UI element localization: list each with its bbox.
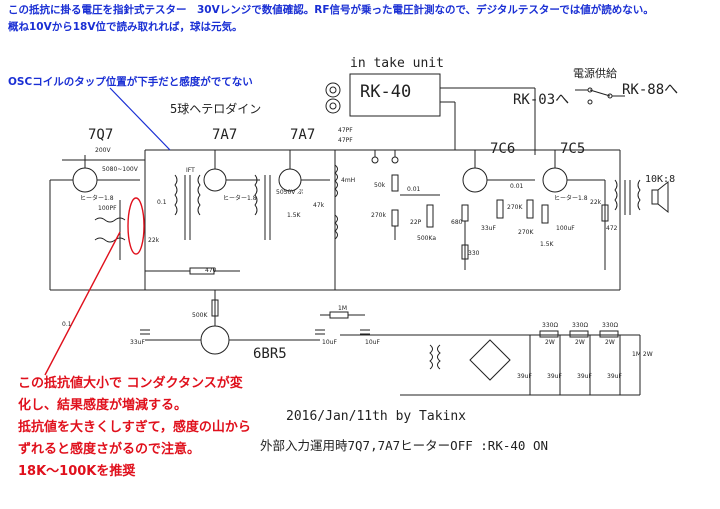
label-1-5k-b: 1.5K: [540, 241, 554, 248]
label-1m: 1M: [338, 305, 347, 312]
red-note-pointer: [44, 231, 121, 376]
label-1-5k: 1.5K: [287, 212, 301, 219]
label-1m-2w: 1M 2W: [632, 351, 653, 358]
label-47pf-b: 47PF: [338, 137, 353, 144]
note-line2: 概ね10Vから18V位で読み取れれば，球は元気。: [8, 21, 243, 33]
label-270k-b: 270K: [507, 204, 523, 211]
resistor-highlight-oval: [127, 197, 145, 255]
label-47pf-a: 47PF: [338, 127, 353, 134]
label-0-01-b: 0.01: [510, 183, 524, 190]
red-note-2: 化し、結果感度が増減する。: [18, 398, 188, 413]
label-2w-b: 2W: [575, 339, 585, 346]
label-heater-b: ヒーター1.8: [223, 195, 257, 202]
red-note-4: ずれると感度さがるので注意。: [18, 442, 201, 457]
rk88-label: RK-88へ: [622, 82, 679, 98]
label-0-1b: 0.1: [62, 321, 72, 328]
label-500ka: 500Kа: [417, 235, 437, 242]
rk03-label: RK-03へ: [513, 92, 570, 108]
osc-note-pointer: [109, 87, 171, 151]
label-10uf-b: 10uF: [365, 339, 380, 346]
label-2w-c: 2W: [605, 339, 615, 346]
label-200v: 200V: [95, 147, 111, 154]
red-note-1: この抵抗値大小で コンダクタンスが変: [18, 376, 243, 391]
label-39uf-c: 39uF: [577, 373, 592, 380]
label-22p: 22P: [410, 219, 422, 226]
osc-note: OSCコイルのタップ位置が下手だと感度がでてない: [8, 76, 253, 88]
label-5050v: 5050V ぷ: [276, 189, 304, 196]
red-note-5: 18K～100Kを推奨: [18, 464, 136, 479]
label-270k: 270k: [371, 212, 386, 219]
label-39uf-a: 39uF: [517, 373, 532, 380]
label-39uf-d: 39uF: [607, 373, 622, 380]
label-ift: IFT: [186, 167, 195, 174]
label-0-1a: 0.1: [157, 199, 167, 206]
label-33uf-b: 33uF: [481, 225, 496, 232]
label-10uf-a: 10uF: [322, 339, 337, 346]
power-supply-label: 電源供給: [573, 67, 617, 80]
label-100pf: 100PF: [98, 205, 117, 212]
label-470: 470: [205, 267, 217, 274]
label-33uf: 33uF: [130, 339, 145, 346]
footer-note: 外部入力運用時7Q7,7A7ヒーターOFF :RK-40 ON: [260, 438, 549, 453]
note-line1: この抵抗に掛る電圧を指針式テスター 30Vレンジで数値確認。RF信号が乗った電圧…: [8, 4, 654, 16]
label-heater-c: ヒーター1.8: [554, 195, 588, 202]
label-330a: 330Ω: [542, 322, 559, 329]
tube-7a7b-label: 7A7: [290, 127, 316, 143]
label-47k: 47k: [313, 202, 325, 209]
label-330c: 330Ω: [602, 322, 619, 329]
rk40-box: [349, 73, 441, 117]
tube-7q7-label: 7Q7: [88, 127, 114, 143]
tube-7c5-label: 7C5: [560, 141, 586, 157]
label-680: 680: [451, 219, 463, 226]
red-note-3: 抵抗値を大きくしすぎて，感度の山から: [18, 420, 251, 435]
label-270k-c: 270K: [518, 229, 534, 236]
rk40-label: RK-40: [360, 82, 412, 102]
speaker-label: 10K:8: [645, 174, 676, 185]
tube-6br5-symbol: [200, 325, 230, 355]
label-39uf-b: 39uF: [547, 373, 562, 380]
tube-7c5-symbol: [542, 167, 568, 193]
tube-7c6-symbol: [462, 167, 488, 193]
label-22k: 22k: [148, 237, 160, 244]
label-500k: 500K: [192, 312, 208, 319]
label-22k-b: 22k: [590, 199, 602, 206]
label-2w-a: 2W: [545, 339, 555, 346]
tube-7c6-label: 7C6: [490, 141, 516, 157]
label-50k: 50k: [374, 182, 386, 189]
in-take-unit-label: in take unit: [350, 56, 444, 71]
label-0-01: 0.01: [407, 186, 421, 193]
diagram-title: 5球ヘテロダイン: [170, 102, 262, 116]
tube-7q7-symbol: [72, 167, 98, 193]
label-4mh: 4mH: [341, 177, 356, 184]
label-5080v: 5080~100V: [102, 166, 138, 173]
label-100uf: 100uF: [556, 225, 575, 232]
tube-6br5-label: 6BR5: [253, 346, 287, 362]
label-472: 472: [606, 225, 618, 232]
label-heater-a: ヒーター1.8: [80, 195, 114, 202]
tube-7a7a-label: 7A7: [212, 127, 238, 143]
date-signature: 2016/Jan/11th by Takinx: [286, 409, 467, 424]
label-330: 330: [468, 250, 480, 257]
label-330b: 330Ω: [572, 322, 589, 329]
